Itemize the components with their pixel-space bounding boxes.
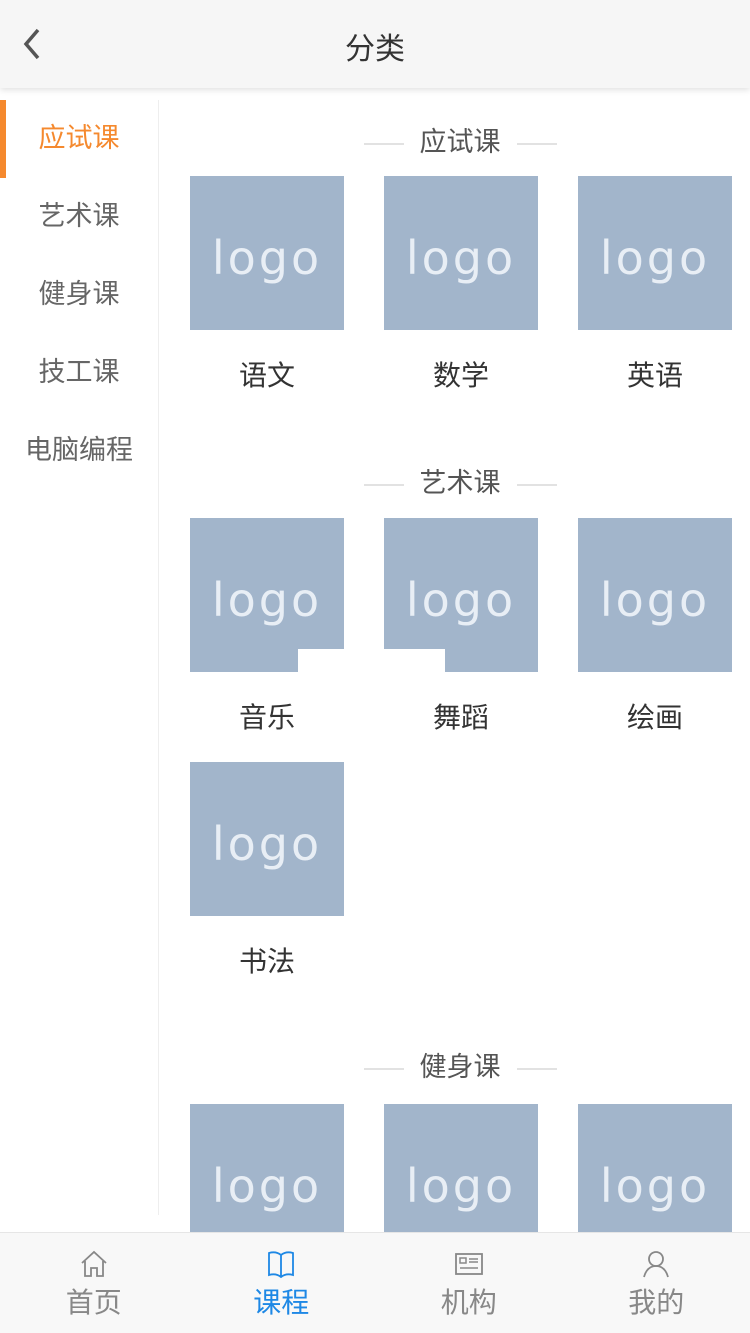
sidebar-item-technical[interactable]: 技工课 xyxy=(38,357,120,388)
tab-label: 我的 xyxy=(628,1286,685,1319)
course-tile[interactable]: logo 英语 xyxy=(578,176,732,394)
course-tile[interactable]: logo xyxy=(384,1104,538,1232)
course-tile[interactable]: logo xyxy=(190,1104,344,1232)
tab-bar: 首页 课程 机构 我的 xyxy=(0,1232,750,1333)
course-label: 书法 xyxy=(238,945,295,978)
course-label: 语文 xyxy=(238,359,295,392)
section-title: 应试课 xyxy=(160,120,750,159)
page-title: 分类 xyxy=(345,32,405,67)
course-label: 舞蹈 xyxy=(432,701,489,734)
course-tile[interactable]: logo 书法 xyxy=(190,762,344,980)
user-icon xyxy=(643,1251,670,1278)
logo-image: logo xyxy=(384,176,538,330)
logo-image: logo xyxy=(190,762,344,916)
chevron-left-icon[interactable] xyxy=(16,26,52,62)
logo-image: logo xyxy=(190,518,344,672)
course-label: 英语 xyxy=(626,359,683,392)
sidebar-item-programming[interactable]: 电脑编程 xyxy=(25,435,133,466)
section-title-text: 健身课 xyxy=(419,1052,501,1083)
logo-image: logo xyxy=(578,518,732,672)
tab-mine[interactable]: 我的 xyxy=(563,1233,750,1333)
logo-image: logo xyxy=(578,1104,732,1232)
logo-image: logo xyxy=(190,176,344,330)
overlay-patch xyxy=(298,649,445,686)
category-content[interactable]: 应试课 logo 语文 logo 数学 logo 英语 艺术课 logo 音乐 logo… xyxy=(160,100,750,1232)
tab-courses[interactable]: 课程 xyxy=(188,1233,376,1333)
course-tile[interactable]: logo 数学 xyxy=(384,176,538,394)
section-title: 艺术课 xyxy=(160,461,750,500)
section-title-text: 应试课 xyxy=(419,127,501,158)
tab-label: 课程 xyxy=(253,1286,310,1319)
sidebar-item-art[interactable]: 艺术课 xyxy=(38,201,120,232)
course-tile[interactable]: logo 舞蹈 xyxy=(384,518,538,736)
course-tile[interactable]: logo xyxy=(578,1104,732,1232)
sidebar-item-exam[interactable]: 应试课 xyxy=(0,100,158,178)
logo-image: logo xyxy=(190,1104,344,1232)
id-card-icon xyxy=(454,1253,483,1275)
section-title: 健身课 xyxy=(160,1045,750,1084)
logo-image: logo xyxy=(384,1104,538,1232)
course-tile[interactable]: logo 语文 xyxy=(190,176,344,394)
sidebar-item-fitness[interactable]: 健身课 xyxy=(38,279,120,310)
category-sidebar: 应试课 艺术课 健身课 技工课 电脑编程 xyxy=(0,100,159,1215)
logo-image: logo xyxy=(384,518,538,672)
tab-label: 机构 xyxy=(440,1286,497,1319)
course-tile[interactable]: logo 绘画 xyxy=(578,518,732,736)
section-title-text: 艺术课 xyxy=(419,468,501,499)
tab-label: 首页 xyxy=(65,1286,122,1319)
header: 分类 xyxy=(0,0,750,88)
tab-institutions[interactable]: 机构 xyxy=(375,1233,563,1333)
home-icon xyxy=(81,1250,107,1277)
course-label: 音乐 xyxy=(238,701,295,734)
course-label: 数学 xyxy=(432,359,489,392)
course-tile[interactable]: logo 音乐 xyxy=(190,518,344,736)
book-icon xyxy=(268,1251,295,1279)
logo-image: logo xyxy=(578,176,732,330)
tab-home[interactable]: 首页 xyxy=(0,1233,188,1333)
course-label: 绘画 xyxy=(626,701,683,734)
